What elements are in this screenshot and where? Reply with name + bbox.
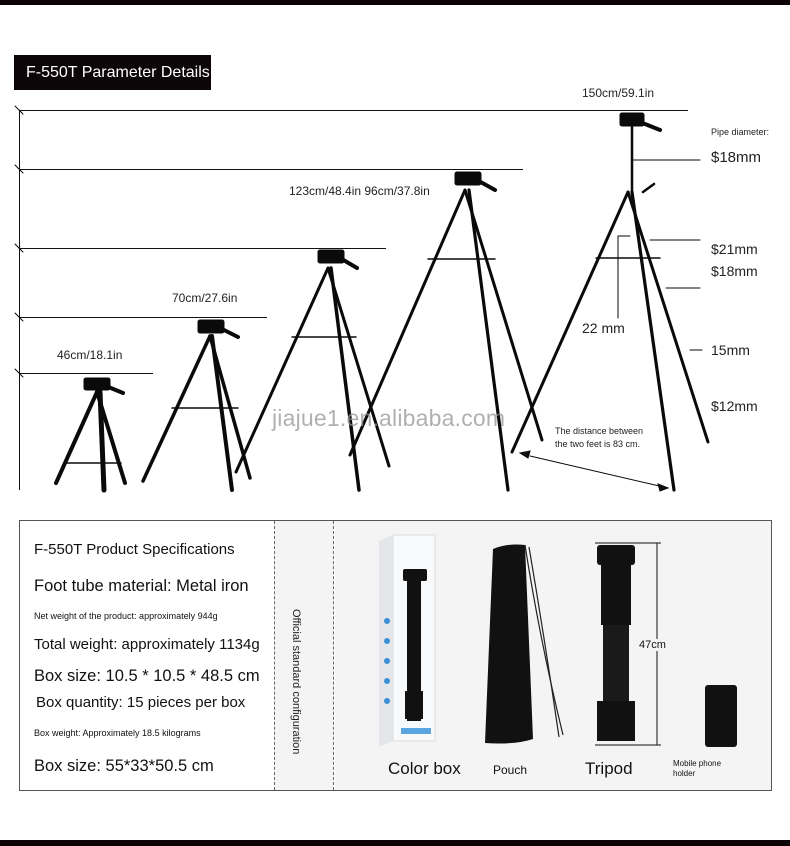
pipe-leg-third: 15mm — [711, 342, 750, 358]
folded-tripod-icon — [595, 542, 661, 746]
tripod-150cm-icon — [510, 112, 710, 492]
pipe-diameter-title: Pipe diameter: — [711, 127, 770, 137]
height-line-123 — [19, 169, 523, 170]
accessory-label-pouch: Pouch — [493, 763, 528, 777]
page-title: F-550T Parameter Details — [14, 55, 211, 90]
height-label-150: 150cm/59.1in — [582, 86, 655, 100]
tripod-123cm-icon — [348, 171, 544, 492]
watermark: jiajue1.en.alibaba.com — [272, 405, 506, 431]
spec-item: Box quantity: 15 pieces per box — [36, 694, 246, 711]
accessory-label-color-box: Color box — [388, 759, 461, 778]
top-border-bar — [0, 0, 790, 5]
bottom-border-bar — [0, 840, 790, 846]
height-line-70 — [19, 317, 267, 318]
tripod-96cm-icon — [234, 249, 391, 492]
spec-item: Box size: 10.5 * 10.5 * 48.5 cm — [34, 667, 260, 685]
accessory-label-tripod: Tripod — [585, 759, 633, 778]
folded-length-label: 47cm — [639, 639, 666, 651]
pipe-center-column: $18mm — [711, 149, 762, 166]
spec-panel: F-550T Product Specifications Foot tube … — [19, 520, 772, 791]
accessory-label-phone-holder: Mobile phone holder — [673, 759, 722, 778]
spec-item: Foot tube material: Metal iron — [34, 577, 249, 595]
tripod-70cm-icon — [141, 319, 252, 492]
height-label-46: 46cm/18.1in — [57, 348, 123, 362]
phone-holder-icon — [705, 685, 737, 747]
spec-title: F-550T Product Specifications — [34, 541, 235, 558]
height-label-123-96: 123cm/48.4in 96cm/37.8in — [289, 184, 430, 198]
pipe-leg-second: $18mm — [711, 263, 758, 279]
height-line-150 — [19, 110, 688, 111]
pipe-leg-fourth: $12mm — [711, 398, 758, 414]
accessory-illustrations — [379, 534, 737, 747]
color-box-icon — [379, 534, 436, 747]
spec-item: Total weight: approximately 1134g — [34, 636, 260, 653]
config-label: Official standard configuration — [290, 609, 302, 755]
pouch-icon — [485, 544, 564, 744]
height-label-70: 70cm/27.6in — [172, 291, 238, 305]
pipe-leg-upper: $21mm — [711, 241, 758, 257]
tripod-illustrations — [14, 105, 710, 493]
height-line-96 — [19, 248, 386, 249]
feet-distance-note: The distance between the two feet is 83 … — [555, 426, 644, 449]
spec-list: F-550T Product Specifications Foot tube … — [20, 521, 274, 790]
spec-item: Box weight: Approximately 18.5 kilograms — [34, 728, 201, 738]
spec-item: Box size: 55*33*50.5 cm — [34, 757, 214, 775]
spec-item: Net weight of the product: approximately… — [34, 611, 218, 621]
pipe-center-brace: 22 mm — [582, 320, 625, 336]
height-line-46 — [19, 373, 153, 374]
accessories-area: 47cm Color box Pouch Tripod Mobile phone… — [335, 521, 771, 790]
height-axis — [19, 110, 20, 490]
config-divider: Official standard configuration — [274, 521, 334, 790]
tripod-46cm-icon — [54, 377, 127, 493]
